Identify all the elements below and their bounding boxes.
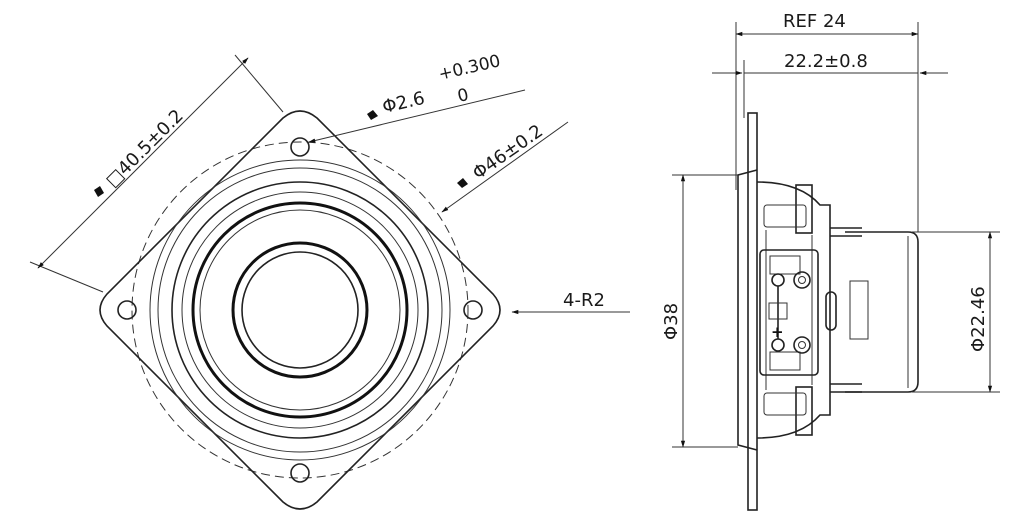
cone-outer — [191, 201, 409, 419]
gasket-circle — [157, 167, 443, 453]
hole-tol-upper: +0.300 — [437, 51, 503, 85]
overall-depth-dimension: REF 24 — [735, 11, 919, 232]
terminal-plus-mark: + — [771, 323, 784, 341]
overall-depth-label: REF 24 — [783, 11, 846, 32]
dust-cap-inner — [241, 251, 359, 369]
terminal-bottom — [793, 336, 811, 354]
mount-hole-right — [463, 300, 483, 320]
side-view: + — [737, 112, 919, 511]
frame-dia-label: Φ38 — [661, 303, 682, 340]
outer-diameter-circle — [131, 141, 469, 479]
frame-rib-top — [795, 184, 813, 234]
corner-radius-dimension: 4-R2 — [511, 290, 630, 315]
mount-hole-bottom — [290, 463, 310, 483]
magnet — [845, 231, 919, 393]
outer-dia-label: Φ46±0.2 — [469, 121, 547, 185]
frame-rib-bottom — [795, 386, 813, 436]
dust-cap-outer — [231, 241, 369, 379]
terminal-block — [759, 249, 819, 376]
mount-hole-left — [117, 300, 137, 320]
front-view — [99, 110, 501, 510]
surround-outer — [171, 181, 429, 439]
frame-outline — [737, 169, 758, 451]
hole-dim-label: Φ2.6 — [380, 88, 426, 118]
magnet-dia-dimension: Φ22.46 — [912, 231, 1000, 393]
square-dimension: □40.5±0.2 — [29, 54, 284, 293]
square-dim-label: □40.5±0.2 — [102, 105, 188, 191]
magnet-dia-label: Φ22.46 — [968, 286, 989, 352]
corner-radius-label: 4-R2 — [563, 290, 605, 311]
outer-dia-dimension: Φ46±0.2 — [441, 121, 569, 213]
terminal-top — [793, 271, 811, 289]
cone-inner — [199, 209, 401, 411]
surround-mid — [181, 191, 419, 429]
body-depth-label: 22.2±0.8 — [784, 51, 868, 72]
mount-hole-top — [290, 137, 310, 157]
frame-dia-dimension: Φ38 — [661, 174, 738, 448]
flange-plate — [747, 112, 758, 511]
body-depth-dimension: 22.2±0.8 — [712, 51, 948, 118]
hole-dimension: Φ2.6 +0.300 0 — [308, 51, 526, 143]
hole-tol-lower: 0 — [456, 85, 471, 107]
flange-inner-circle — [149, 159, 451, 461]
square-flange — [99, 110, 501, 510]
